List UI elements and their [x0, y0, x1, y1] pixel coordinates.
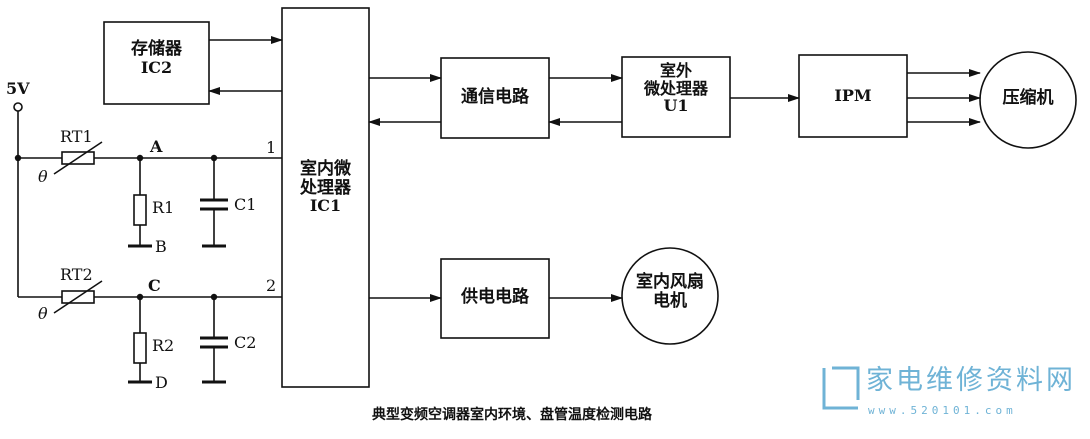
mcu-label: 室内微 处理器 IC1	[300, 159, 351, 216]
compressor-label: 压缩机	[1002, 88, 1054, 108]
pin-1-label: 1	[266, 138, 277, 157]
node-d-label: D	[155, 373, 168, 392]
pin-2-label: 2	[266, 276, 277, 295]
memory-label: 存储器 IC2	[131, 39, 182, 77]
mcu-block	[281, 7, 370, 388]
junction-dot	[210, 154, 218, 162]
junction-dot	[136, 293, 144, 301]
c2-label: C2	[234, 333, 257, 352]
node-c-label: C	[148, 276, 161, 295]
c1-label: C1	[234, 195, 257, 214]
outdoor-label: 室外 微处理器 U1	[643, 61, 708, 116]
fan-label: 室内风扇 电机	[636, 272, 704, 311]
r2-resistor	[133, 332, 147, 364]
watermark-site-name: 家电维修资料网	[866, 365, 1076, 396]
r2-label: R2	[152, 336, 175, 355]
junction-dot	[136, 154, 144, 162]
junction-dot	[14, 154, 22, 162]
node-a-label: A	[150, 137, 163, 156]
watermark-site-url: www.520101.com	[868, 404, 1017, 417]
comm-block	[440, 57, 550, 139]
rt1-theta-label: θ	[38, 167, 48, 186]
memory-block	[103, 21, 210, 105]
r1-resistor	[133, 194, 147, 226]
node-b-label: B	[155, 237, 167, 256]
supply-label: 5V	[6, 79, 30, 98]
r1-label: R1	[152, 198, 175, 217]
power-label: 供电电路	[461, 287, 529, 307]
watermark-logo-icon	[822, 366, 860, 410]
outdoor-block	[621, 56, 731, 138]
ipm-label: IPM	[834, 86, 872, 105]
diagram-caption: 典型变频空调器室内环境、盘管温度检测电路	[372, 407, 652, 423]
rt2-theta-label: θ	[38, 304, 48, 323]
rt1-label: RT1	[60, 127, 93, 146]
supply-terminal	[13, 102, 23, 112]
rt2-label: RT2	[60, 265, 93, 284]
junction-dot	[210, 293, 218, 301]
comm-label: 通信电路	[461, 87, 529, 107]
